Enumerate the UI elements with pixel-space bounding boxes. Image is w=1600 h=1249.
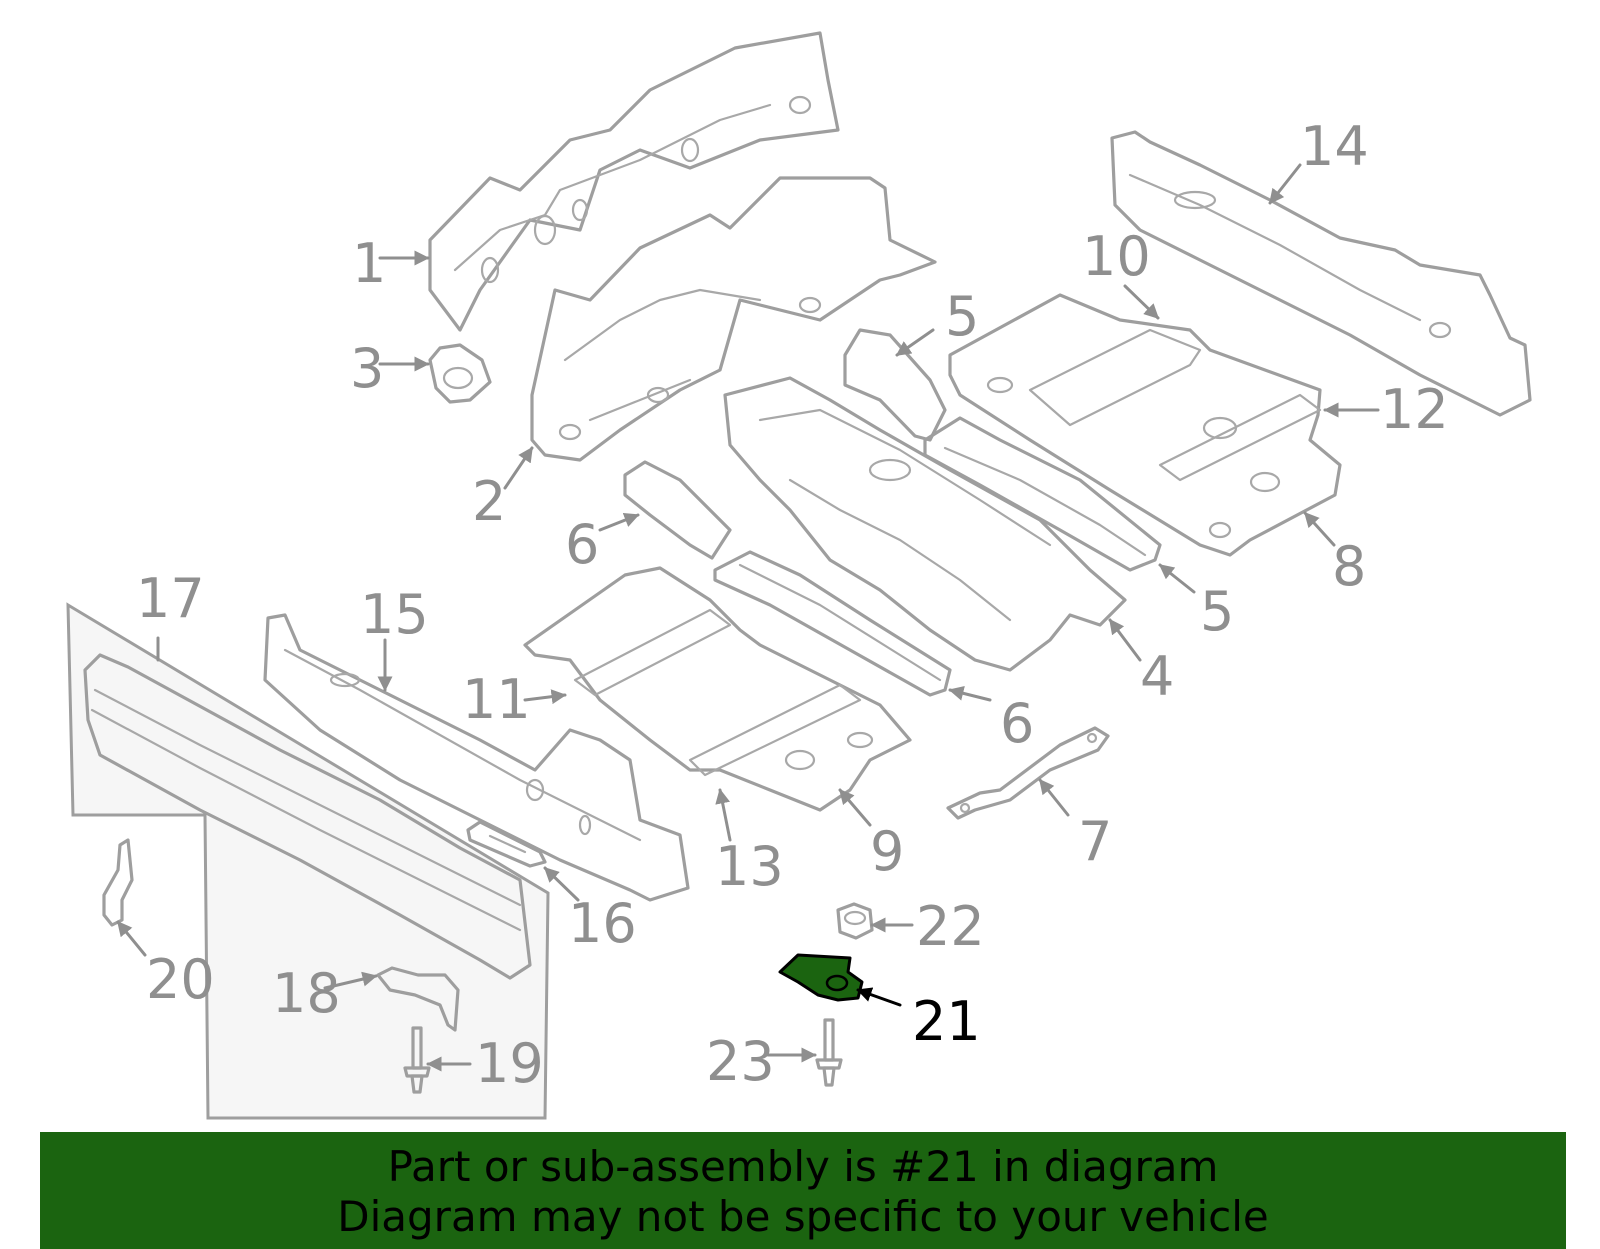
callout-3: 3 (350, 337, 384, 400)
part-6-long-reinforcement (713, 550, 952, 697)
leader-lines (116, 163, 1380, 1072)
callout-labels: 1 2 3 4 5 5 6 6 7 8 9 10 11 12 13 14 15 … (136, 115, 1449, 1095)
part-23-bolt (815, 1018, 843, 1087)
part-17-outer-sill (83, 653, 532, 980)
callout-20: 20 (146, 948, 215, 1011)
callout-14: 14 (1300, 115, 1369, 178)
part-17-panel (66, 602, 550, 1120)
banner-line-1: Part or sub-assembly is #21 in diagram (387, 1142, 1219, 1191)
callout-23: 23 (706, 1030, 775, 1093)
callout-19: 19 (475, 1032, 544, 1095)
part-18-bracket (376, 966, 460, 1032)
callout-2: 2 (472, 470, 506, 533)
part-21-highlighted (778, 953, 864, 1002)
callout-11: 11 (462, 668, 531, 731)
callout-4: 4 (1140, 645, 1174, 708)
part-20-bracket (102, 838, 134, 927)
callout-18: 18 (272, 962, 341, 1025)
info-banner: Part or sub-assembly is #21 in diagram D… (40, 1132, 1566, 1249)
part-9-center-floor (523, 566, 912, 812)
callout-5-lower: 5 (1200, 580, 1234, 643)
part-1-dash-panel (428, 31, 840, 332)
part-2-front-floor (530, 176, 937, 462)
callout-22: 22 (916, 895, 985, 958)
part-5-upper-bracket (843, 328, 947, 442)
callout-6-lower: 6 (1000, 692, 1034, 755)
callout-8: 8 (1332, 535, 1366, 598)
part-6-upper-bracket (623, 460, 732, 560)
part-16-plate (466, 820, 547, 868)
part-7-bracket (946, 726, 1110, 820)
part-3-grommet (428, 343, 492, 404)
callout-1: 1 (352, 232, 386, 295)
callout-17: 17 (136, 567, 205, 630)
callout-9: 9 (870, 820, 904, 883)
part-14-rear-crossmember (1110, 130, 1532, 417)
banner-line-2: Diagram may not be specific to your vehi… (337, 1192, 1269, 1241)
part-19-bolt (403, 1026, 431, 1094)
callout-7: 7 (1078, 810, 1112, 873)
part-8-rear-floor (948, 293, 1342, 557)
callout-6-upper: 6 (565, 513, 599, 576)
callout-12: 12 (1380, 378, 1449, 441)
callout-15: 15 (360, 583, 429, 646)
part-22-nut (836, 902, 874, 940)
callout-10: 10 (1082, 225, 1151, 288)
callout-21: 21 (912, 990, 981, 1053)
callout-13: 13 (715, 835, 784, 898)
callout-5-upper: 5 (945, 285, 979, 348)
part-5-lower-rail (923, 416, 1162, 572)
part-4-tunnel (723, 376, 1127, 672)
callout-16: 16 (568, 892, 637, 955)
